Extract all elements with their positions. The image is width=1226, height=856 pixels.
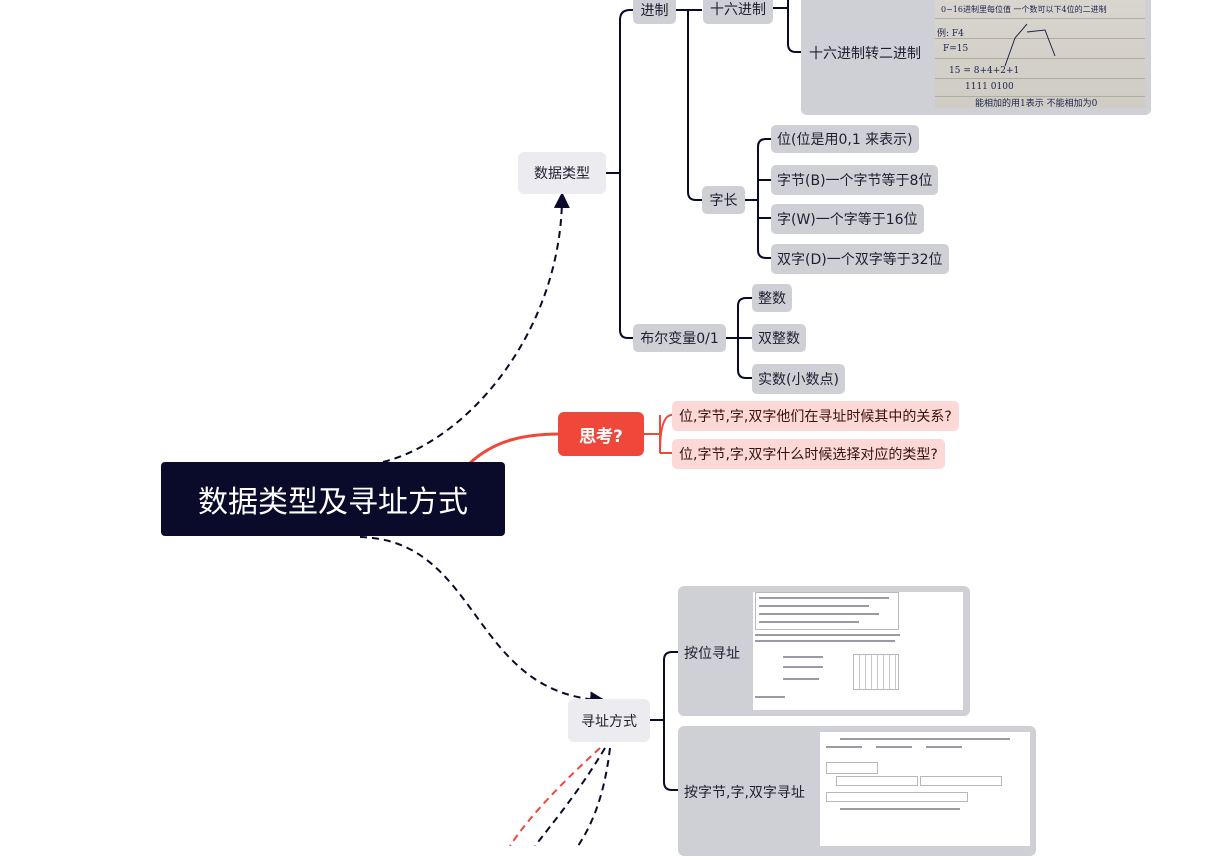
think-question-1[interactable]: 位,字节,字,双字他们在寻址时候其中的关系? [672, 401, 959, 431]
link-bool-tree [726, 297, 752, 379]
topic-byte-word-addressing[interactable]: 按字节,字,双字寻址 [678, 726, 1036, 856]
topic-hex[interactable]: 十六进制 [703, 0, 773, 24]
link-addressing-tree [650, 651, 678, 791]
word-length-item-dword[interactable]: 双字(D)一个双字等于32位 [771, 244, 949, 274]
link-root-datatype [382, 192, 570, 463]
note-line-3: F=15 [943, 44, 969, 54]
link-datatype-tree [606, 9, 633, 339]
bool-item-int[interactable]: 整数 [752, 284, 792, 312]
bit-addressing-table-image [753, 592, 963, 710]
link-addressing-down-red [509, 747, 601, 846]
hex-to-bin-label: 十六进制转二进制 [809, 46, 921, 62]
word-length-item-bit[interactable]: 位(位是用0,1 来表示) [771, 125, 919, 153]
link-think-q [644, 414, 673, 454]
bool-item-dint[interactable]: 双整数 [752, 324, 806, 352]
note-line-5: 1111 0100 [965, 82, 1014, 92]
link-root-addressing [359, 536, 606, 708]
note-line-2: 例: F4 [937, 29, 964, 39]
byte-word-addressing-image [820, 732, 1030, 846]
word-length-item-byte[interactable]: 字节(B)一个字节等于8位 [771, 165, 939, 195]
link-addressing-down-1 [534, 747, 606, 846]
link-addressing-down-2 [577, 747, 611, 846]
topic-word-length[interactable]: 字长 [702, 186, 745, 214]
topic-data-type[interactable]: 数据类型 [518, 152, 606, 194]
topic-bit-addressing[interactable]: 按位寻址 [678, 586, 970, 716]
link-wordlen-tree [745, 138, 771, 259]
topic-base[interactable]: 进制 [633, 0, 676, 24]
topic-think[interactable]: 思考? [558, 412, 644, 456]
note-line-4: 15 = 8+4+2+1 [949, 66, 1020, 76]
topic-addressing[interactable]: 寻址方式 [568, 699, 650, 742]
bool-item-real[interactable]: 实数(小数点) [752, 364, 845, 394]
note-line-1: 0~16进制里每位值 一个数可以下4位的二进制 [941, 5, 1107, 14]
link-base-tree [676, 9, 702, 201]
word-length-item-word[interactable]: 字(W)一个字等于16位 [771, 204, 924, 234]
handwritten-note-image: 0~16进制里每位值 一个数可以下4位的二进制 例: F4 F=15 15 = … [935, 0, 1145, 108]
byte-word-addressing-label: 按字节,字,双字寻址 [684, 785, 805, 801]
topic-hex-to-bin[interactable]: 十六进制转二进制 0~16进制里每位值 一个数可以下4位的二进制 例: F4 F… [801, 0, 1151, 115]
topic-bool[interactable]: 布尔变量0/1 [633, 324, 726, 352]
root-topic[interactable]: 数据类型及寻址方式 [161, 462, 505, 536]
bit-addressing-label: 按位寻址 [684, 646, 740, 662]
note-line-6: 能相加的用1表示 不能相加为0 [975, 99, 1098, 108]
link-hex-tree [773, 0, 802, 53]
think-question-2[interactable]: 位,字节,字,双字什么时候选择对应的类型? [672, 439, 945, 469]
link-root-think [468, 432, 561, 465]
